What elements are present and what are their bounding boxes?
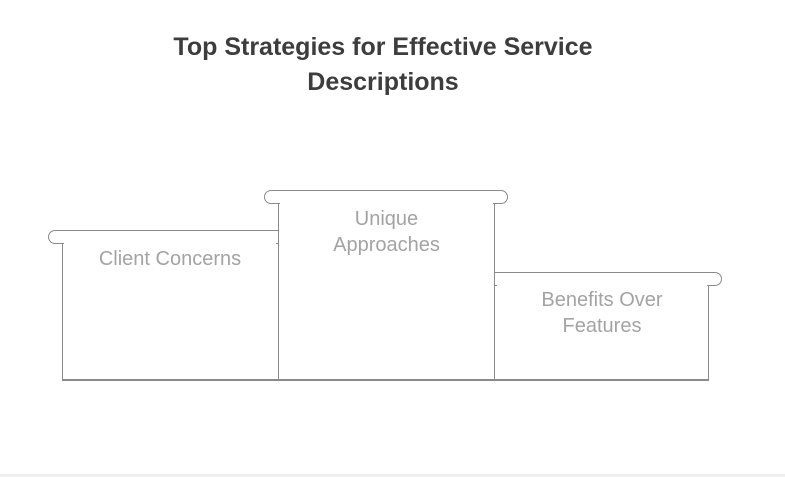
diagram-title: Top Strategies for Effective Service Des… (173, 33, 593, 96)
podium-step-center-bar (278, 204, 495, 381)
podium-step-left-bar (62, 244, 278, 381)
podium-step-center-cap-mask (280, 201, 493, 207)
podium-step-right-label: Benefits Over Features (541, 289, 663, 337)
podium-step-right-bar (495, 286, 709, 381)
podium-step-left-cap-mask (64, 241, 276, 247)
podium-step-center-label: Unique Approaches (333, 208, 440, 256)
podium-step-left-label: Client Concerns (98, 248, 242, 270)
footer-strip (0, 474, 785, 477)
podium-step-right-cap-mask (497, 283, 707, 289)
